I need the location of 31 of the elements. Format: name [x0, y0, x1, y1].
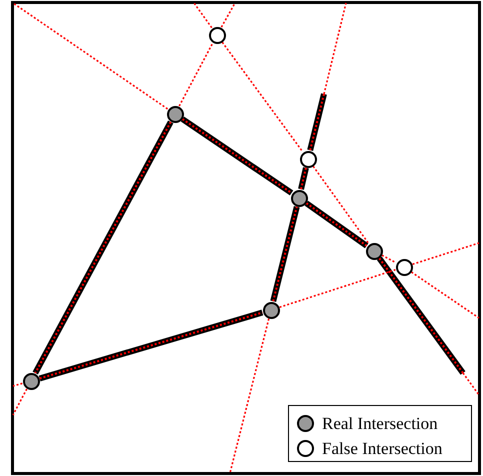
- extension-line: [279, 269, 396, 308]
- extension-line: [193, 2, 212, 28]
- extension-line: [382, 254, 396, 264]
- legend-text: Real Intersection: [322, 414, 438, 434]
- extension-line: [312, 166, 370, 244]
- real-intersection-point: [262, 302, 280, 318]
- extension-line: [222, 42, 304, 152]
- line-segment: [32, 120, 174, 374]
- extension-line: [12, 2, 168, 110]
- real-intersection-point: [290, 190, 308, 206]
- real-intersection-point: [22, 372, 40, 390]
- extension-line: [229, 318, 270, 474]
- line-segment: [298, 167, 309, 190]
- extension-line: [411, 271, 480, 319]
- line-segment: [307, 93, 327, 151]
- extension-line: [220, 2, 236, 28]
- false-intersection-point: [396, 258, 412, 276]
- real-intersection-point: [166, 106, 184, 122]
- real-intersection-point: [366, 242, 382, 260]
- extension-line: [12, 382, 23, 387]
- line-segment: [270, 206, 300, 302]
- extension-line: [412, 242, 480, 266]
- line-segment: [376, 256, 466, 375]
- line-segment: [38, 310, 264, 382]
- extension-line: [178, 42, 214, 106]
- false-intersection-point: [208, 26, 226, 44]
- line-segment: [304, 200, 368, 248]
- extension-line: [12, 388, 28, 416]
- legend-text: False Intersection: [322, 439, 442, 459]
- line-segment: [180, 116, 294, 196]
- false-intersection-point: [300, 150, 316, 168]
